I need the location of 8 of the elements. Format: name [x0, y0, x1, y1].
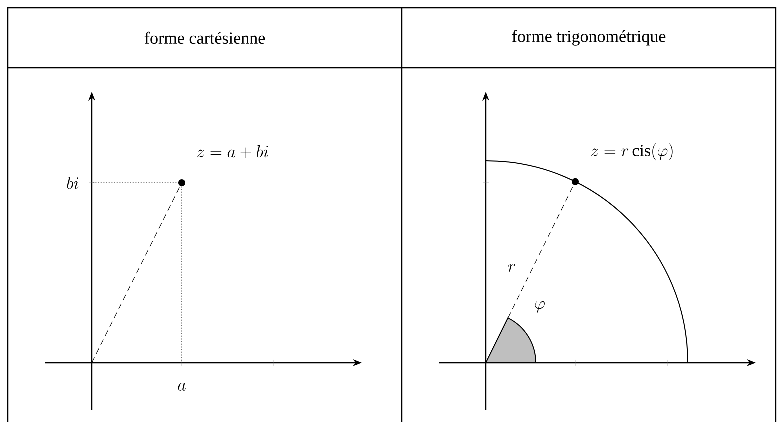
angle-label: $\varphi$ — [535, 301, 545, 313]
axis-label: $bi$ — [67, 177, 79, 190]
column-header: forme trigonométrique — [512, 30, 666, 46]
point-label: $z = r \operatorname{cis}(\varphi)$ — [591, 143, 673, 161]
point-label: $z = a + bi$ — [197, 145, 268, 159]
axis-label: $a$ — [178, 383, 186, 391]
radius-label: $r$ — [508, 264, 516, 272]
column-header: forme cartésienne — [144, 32, 266, 44]
